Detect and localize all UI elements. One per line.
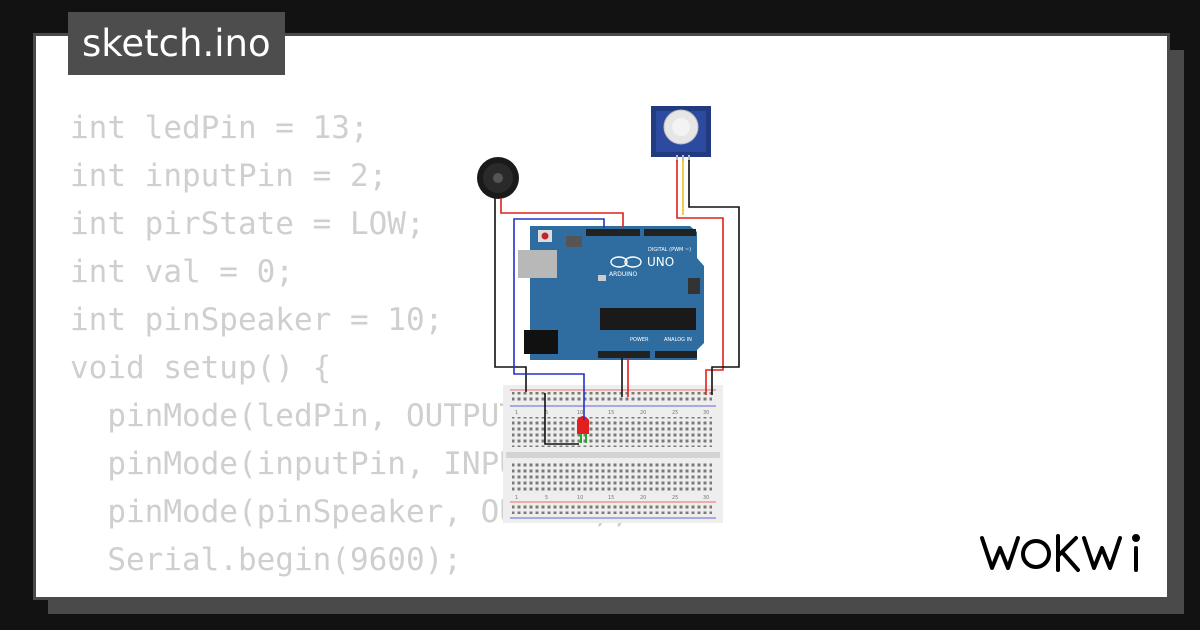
breadboard-col-number: 1 bbox=[515, 495, 518, 501]
breadboard-icon: 1 5 10 15 20 25 30 1 5 10 15 20 25 30 bbox=[503, 385, 723, 523]
wire-black bbox=[544, 393, 579, 445]
breadboard-col-number: 15 bbox=[608, 410, 614, 416]
breadboard-col-number: 20 bbox=[640, 495, 646, 501]
breadboard-col-number: 30 bbox=[703, 495, 709, 501]
buzzer-icon bbox=[477, 157, 519, 199]
wire-black bbox=[688, 160, 740, 395]
board-brand-label: ARDUINO bbox=[609, 271, 638, 278]
wire-blue bbox=[513, 218, 605, 420]
breadboard-col-number: 30 bbox=[703, 410, 709, 416]
analog-pins-label: ANALOG IN bbox=[664, 337, 692, 343]
code-line: int pirState = LOW; bbox=[70, 206, 425, 242]
power-jack-icon bbox=[524, 330, 558, 354]
code-line: int ledPin = 13; bbox=[70, 110, 369, 146]
microcontroller-chip-icon bbox=[600, 308, 696, 330]
file-name-tab: sketch.ino bbox=[68, 12, 285, 75]
breadboard-col-number: 10 bbox=[577, 410, 583, 416]
code-line: int val = 0; bbox=[70, 254, 294, 290]
breadboard-col-number: 1 bbox=[515, 410, 518, 416]
wokwi-logo bbox=[980, 534, 1140, 572]
breadboard-col-number: 5 bbox=[545, 495, 548, 501]
breadboard-col-number: 25 bbox=[672, 495, 678, 501]
board-model-label: UNO bbox=[647, 255, 674, 269]
code-line: void setup() { bbox=[70, 350, 332, 386]
usb-port-icon bbox=[518, 250, 557, 278]
wire-black bbox=[494, 198, 527, 392]
code-line: int pinSpeaker = 10; bbox=[70, 302, 444, 338]
wire-red bbox=[500, 198, 624, 228]
breadboard-col-number: 15 bbox=[608, 495, 614, 501]
led-icon bbox=[577, 416, 589, 443]
breadboard-col-number: 20 bbox=[640, 410, 646, 416]
code-line: Serial.begin(9600); bbox=[70, 542, 462, 578]
arduino-uno-icon: DIGITAL (PWM ~) UNO ARDUINO POWER ANALOG… bbox=[518, 226, 704, 360]
power-pins-label: POWER bbox=[630, 337, 649, 343]
digital-pins-label: DIGITAL (PWM ~) bbox=[648, 247, 691, 253]
wire-red bbox=[676, 160, 724, 395]
breadboard-col-number: 5 bbox=[545, 410, 548, 416]
breadboard-col-number: 25 bbox=[672, 410, 678, 416]
breadboard-col-number: 10 bbox=[577, 495, 583, 501]
pir-sensor-icon bbox=[651, 106, 711, 161]
reset-button-icon bbox=[541, 232, 549, 240]
code-line: int inputPin = 2; bbox=[70, 158, 388, 194]
